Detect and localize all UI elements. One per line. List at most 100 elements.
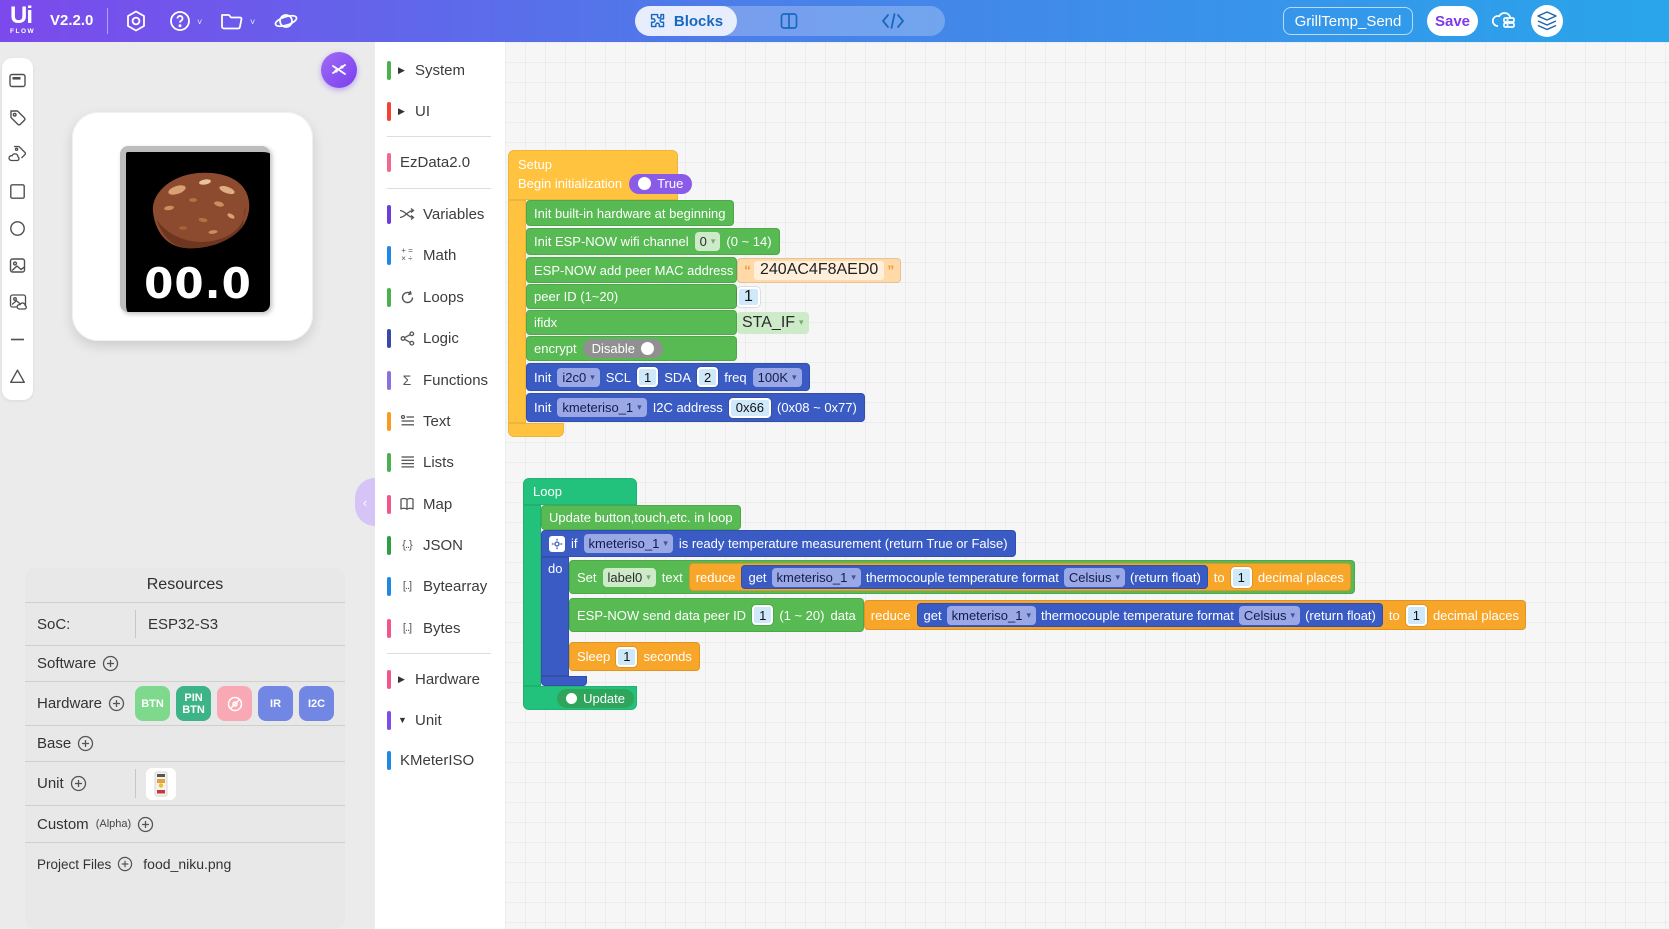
get-temperature-block[interactable]: get kmeteriso_1▾ thermocouple temperatur… [916, 603, 1383, 627]
project-file-name[interactable]: food_niku.png [143, 856, 232, 872]
update-toggle[interactable]: Update [557, 688, 634, 708]
category-json[interactable]: {..}JSON [387, 533, 463, 557]
loop-block-header[interactable]: Loop [523, 478, 637, 505]
init-i2c-block[interactable]: Init i2c0▾ SCL 1 SDA 2 freq 100K▾ [526, 363, 810, 391]
send-peer-id-input[interactable]: 1 [752, 605, 774, 625]
scl-input[interactable]: 1 [637, 367, 659, 387]
add-software-icon[interactable] [102, 655, 119, 672]
peer-id-input[interactable]: 1 [737, 286, 760, 307]
tab-code[interactable] [841, 11, 945, 31]
if-block-spine[interactable]: do [541, 557, 569, 676]
cloud-label-widget-icon[interactable] [5, 140, 31, 168]
titlebar-widget-icon[interactable] [5, 66, 31, 94]
category-text[interactable]: Text [387, 409, 451, 433]
loop-block-spine[interactable] [523, 505, 541, 686]
wifi-channel-dropdown[interactable]: 0▾ [694, 232, 721, 251]
reduce-block[interactable]: reduce get kmeteriso_1▾ thermocouple tem… [688, 563, 1351, 591]
category-bytearray[interactable]: [..]Bytearray [387, 574, 487, 598]
ifidx-block[interactable]: ifidx [526, 310, 737, 335]
hardware-badge-pin-btn[interactable]: PIN BTN [176, 686, 212, 721]
add-project-file-icon[interactable] [117, 856, 133, 872]
category-ui[interactable]: ▶UI [387, 99, 430, 123]
format-dropdown[interactable]: Celsius▾ [1063, 567, 1125, 587]
hardware-badge-btn[interactable]: BTN [135, 686, 171, 721]
category-map[interactable]: Map [387, 492, 452, 516]
format-dropdown[interactable]: Celsius▾ [1238, 605, 1301, 625]
if-mutator-gear-icon[interactable] [549, 535, 565, 552]
decimal-places-input[interactable]: 1 [1230, 566, 1252, 588]
add-hardware-icon[interactable] [108, 695, 125, 712]
setup-block-footer[interactable] [508, 423, 564, 437]
category-hardware[interactable]: ▶Hardware [387, 667, 480, 691]
ifidx-dropdown[interactable]: STA_IF▾ [737, 311, 809, 334]
init-builtin-hardware-block[interactable]: Init built-in hardware at beginning [526, 200, 734, 226]
category-ezdata[interactable]: EzData2.0 [387, 150, 470, 174]
save-button[interactable]: Save [1427, 6, 1478, 36]
category-variables[interactable]: Variables [387, 202, 484, 226]
peer-id-block[interactable]: peer ID (1~20) [526, 284, 737, 309]
get-temperature-block[interactable]: get kmeteriso_1▾ thermocouple temperatur… [741, 565, 1208, 589]
hardware-badge-ir[interactable]: IR [258, 686, 294, 721]
init-espnow-wifi-channel-block[interactable]: Init ESP-NOW wifi channel 0▾ (0 ~ 14) [526, 228, 780, 255]
category-system[interactable]: ▶System [387, 58, 465, 82]
image-widget-icon[interactable] [5, 251, 31, 279]
if-block-footer[interactable] [541, 676, 587, 686]
i2c-bus-dropdown[interactable]: i2c0▾ [557, 367, 600, 387]
magic-wand-button[interactable] [321, 52, 357, 88]
init-kmeteriso-block[interactable]: Init kmeteriso_1▾ I2C address 0x66 (0x08… [526, 393, 865, 422]
i2c-freq-dropdown[interactable]: 100K▾ [752, 367, 802, 387]
espnow-send-block[interactable]: ESP-NOW send data peer ID 1 (1 ~ 20) dat… [569, 598, 864, 632]
reduce-block[interactable]: reduce get kmeteriso_1▾ thermocouple tem… [863, 600, 1526, 630]
add-custom-icon[interactable] [137, 816, 154, 833]
sleep-block[interactable]: Sleep 1 seconds [569, 642, 700, 671]
category-bytes[interactable]: [..]Bytes [387, 616, 461, 640]
project-name[interactable]: GrillTemp_Send [1283, 7, 1413, 35]
label-dropdown[interactable]: label0▾ [602, 567, 656, 587]
folder-icon[interactable] [218, 7, 246, 35]
label-widget-icon[interactable] [5, 103, 31, 131]
encrypt-toggle[interactable]: Disable [582, 339, 663, 358]
settings-icon[interactable] [122, 7, 150, 35]
triangle-widget-icon[interactable] [5, 362, 31, 390]
rectangle-widget-icon[interactable] [5, 177, 31, 205]
category-loops[interactable]: Loops [387, 285, 464, 309]
category-kmeteriso[interactable]: KMeterISO [387, 748, 474, 772]
network-icon[interactable] [272, 7, 300, 35]
i2c-address-input[interactable]: 0x66 [728, 397, 771, 418]
hardware-badge-i2c[interactable]: I2C [299, 686, 335, 721]
tab-blocks[interactable]: Blocks [635, 6, 737, 36]
sda-input[interactable]: 2 [697, 367, 719, 387]
device-screen[interactable]: 00.0 [120, 146, 270, 312]
if-device-dropdown[interactable]: kmeteriso_1▾ [583, 534, 673, 553]
encrypt-block[interactable]: encrypt Disable [526, 336, 737, 361]
set-label-text-block[interactable]: Set label0▾ text reduce get kmeteriso_1▾… [569, 560, 1355, 594]
setup-block-spine[interactable] [508, 200, 526, 423]
mac-address-string-block[interactable]: “240AC4F8AED0” [737, 257, 902, 283]
setup-block-header[interactable]: Setup Begin initialization True [508, 150, 693, 200]
kmeteriso-unit-thumbnail[interactable] [146, 767, 176, 800]
category-math[interactable]: + =× ÷Math [387, 243, 456, 267]
update-button-touch-block[interactable]: Update button,touch,etc. in loop [541, 505, 741, 530]
circle-widget-icon[interactable] [5, 214, 31, 242]
decimal-places-input[interactable]: 1 [1405, 604, 1427, 626]
kmeteriso-device-dropdown[interactable]: kmeteriso_1▾ [557, 398, 647, 417]
category-logic[interactable]: Logic [387, 326, 459, 350]
m5burner-icon[interactable] [1531, 5, 1563, 37]
tab-split-view[interactable] [737, 10, 841, 32]
help-chevron-icon[interactable]: ˅ [197, 17, 203, 27]
sleep-seconds-input[interactable]: 1 [616, 646, 638, 667]
add-base-icon[interactable] [77, 735, 94, 752]
espnow-add-peer-block[interactable]: ESP-NOW add peer MAC address [526, 257, 737, 283]
begin-initialization-toggle[interactable]: True [629, 173, 693, 194]
line-widget-icon[interactable] [5, 325, 31, 353]
get-device-dropdown[interactable]: kmeteriso_1▾ [946, 605, 1036, 625]
blockly-canvas[interactable]: Setup Begin initialization True Init bui… [505, 42, 1669, 929]
category-lists[interactable]: Lists [387, 450, 454, 474]
add-unit-icon[interactable] [70, 775, 87, 792]
cloud-sync-icon[interactable] [1490, 7, 1518, 35]
get-device-dropdown[interactable]: kmeteriso_1▾ [771, 567, 861, 587]
category-unit[interactable]: ▼Unit [387, 708, 442, 732]
help-icon[interactable] [166, 7, 194, 35]
if-block-header[interactable]: if kmeteriso_1▾ is ready temperature mea… [541, 530, 1016, 557]
